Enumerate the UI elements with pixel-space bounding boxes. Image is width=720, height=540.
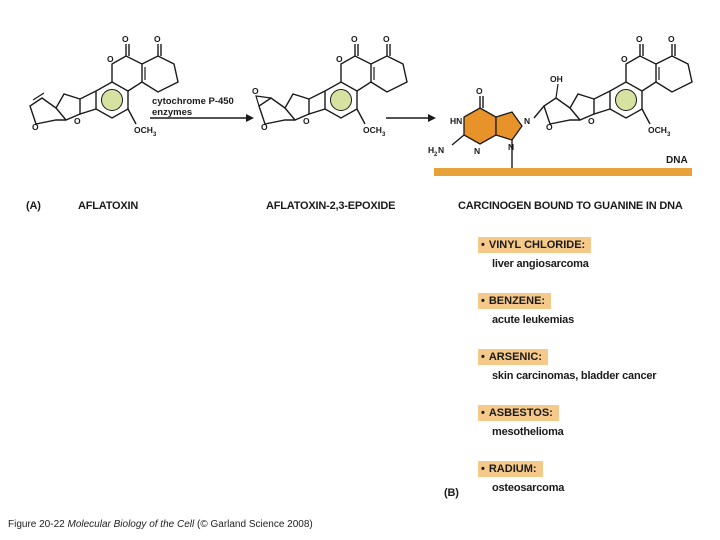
caption-book-title: Molecular Biology of the Cell	[67, 519, 195, 530]
disease-text: skin carcinomas, bladder cancer	[492, 370, 657, 382]
aflatoxin-furan-o-1: O	[32, 122, 39, 132]
reaction-arrow: cytochrome P-450 enzymes	[150, 96, 254, 122]
epoxide-methoxy: OCH	[363, 125, 382, 135]
aflatoxin-lactone-o: O	[107, 54, 114, 64]
bullet: •	[481, 463, 485, 475]
dna-label: DNA	[666, 155, 688, 166]
bullet: •	[481, 407, 485, 419]
epoxide-oxygen: O	[252, 86, 259, 96]
adduct-methoxy-sub: 3	[667, 132, 671, 138]
guanine-hn: HN	[450, 116, 462, 126]
guanine-n7: N	[524, 116, 530, 126]
caption-copyright: (© Garland Science 2008)	[197, 519, 313, 530]
guanine-amino-sub: 2	[434, 152, 438, 158]
adduct-furan-o-1: O	[546, 122, 553, 132]
adduct-carbonyl-o-1: O	[636, 34, 643, 44]
aflatoxin-methoxy-sub: 3	[153, 132, 157, 138]
carcinogen-name-text: BENZENE:	[488, 295, 546, 307]
figure-caption: Figure 20-22 Molecular Biology of the Ce…	[8, 519, 313, 530]
epoxide-furan-o-1: O	[261, 122, 268, 132]
adduct-lactone-o: O	[621, 54, 628, 64]
guanine-base: O HN N N N H 2 N	[428, 86, 530, 158]
caption-prefix: Figure 20-22	[8, 519, 65, 530]
carcinogen-name-text: RADIUM:	[488, 463, 537, 475]
dna-strand: DNA	[434, 152, 692, 176]
panel-a-label: (A)	[26, 200, 41, 212]
aflatoxin-structure: O O O O O OCH 3	[29, 34, 179, 138]
disease-text: osteosarcoma	[492, 482, 565, 494]
carcinogen-label: CARCINOGEN BOUND TO GUANINE IN DNA	[458, 200, 683, 212]
enzyme-label-line1: cytochrome P-450	[152, 96, 234, 107]
enzyme-label-line2: enzymes	[152, 107, 192, 118]
aflatoxin-carbonyl-o-1: O	[122, 34, 129, 44]
aflatoxin-furan-o-2: O	[74, 116, 81, 126]
bullet: •	[481, 295, 485, 307]
bullet: •	[481, 351, 485, 363]
epoxide-carbonyl-o-2: O	[383, 34, 390, 44]
aflatoxin-carbonyl-o-2: O	[154, 34, 161, 44]
bullet: •	[481, 239, 485, 251]
adduct-hydroxyl: OH	[550, 74, 563, 84]
carcinogen-item: •VINYL CHLORIDE: liver angiosarcoma	[478, 235, 698, 291]
carcinogen-item: •BENZENE: acute leukemias	[478, 291, 698, 347]
carcinogen-item: •RADIUM: osteosarcoma	[478, 459, 698, 515]
carcinogen-name: •VINYL CHLORIDE:	[478, 237, 592, 253]
guanine-amino-h: H	[428, 145, 434, 155]
carcinogen-name: •BENZENE:	[478, 293, 552, 309]
disease-text: acute leukemias	[492, 314, 574, 326]
carcinogen-name-text: VINYL CHLORIDE:	[488, 239, 586, 251]
guanine-amino-n: N	[438, 145, 444, 155]
aflatoxin-label: AFLATOXIN	[78, 200, 139, 212]
guanine-carbonyl-o: O	[476, 86, 483, 96]
carcinogen-list: •VINYL CHLORIDE: liver angiosarcoma •BEN…	[478, 235, 698, 515]
epoxide-label: AFLATOXIN-2,3-EPOXIDE	[266, 200, 396, 212]
panel-b-label: (B)	[444, 487, 459, 499]
epoxide-furan-o-2: O	[303, 116, 310, 126]
aflatoxin-methoxy: OCH	[134, 125, 153, 135]
carcinogen-name: •RADIUM:	[478, 461, 543, 477]
guanine-n9: N	[508, 142, 514, 152]
carcinogen-item: •ARSENIC: skin carcinomas, bladder cance…	[478, 347, 698, 403]
epoxide-methoxy-sub: 3	[382, 132, 386, 138]
carcinogen-name-text: ARSENIC:	[488, 351, 543, 363]
adduct-furan-o-2: O	[588, 116, 595, 126]
adduct-carbonyl-o-2: O	[668, 34, 675, 44]
carcinogen-name: •ASBESTOS:	[478, 405, 559, 421]
epoxide-structure: O O O O O O OCH 3	[252, 34, 408, 138]
guanine-n3: N	[474, 146, 480, 156]
guanine-adduct-structure: O O O OH O O OCH 3 O HN N N N H 2 N	[428, 34, 693, 158]
epoxide-carbonyl-o-1: O	[351, 34, 358, 44]
adduct-methoxy: OCH	[648, 125, 667, 135]
carcinogen-item: •ASBESTOS: mesothelioma	[478, 403, 698, 459]
carcinogen-name: •ARSENIC:	[478, 349, 549, 365]
carcinogen-name-text: ASBESTOS:	[488, 407, 553, 419]
epoxide-lactone-o: O	[336, 54, 343, 64]
disease-text: liver angiosarcoma	[492, 258, 589, 270]
disease-text: mesothelioma	[492, 426, 564, 438]
binding-arrow	[386, 114, 436, 122]
